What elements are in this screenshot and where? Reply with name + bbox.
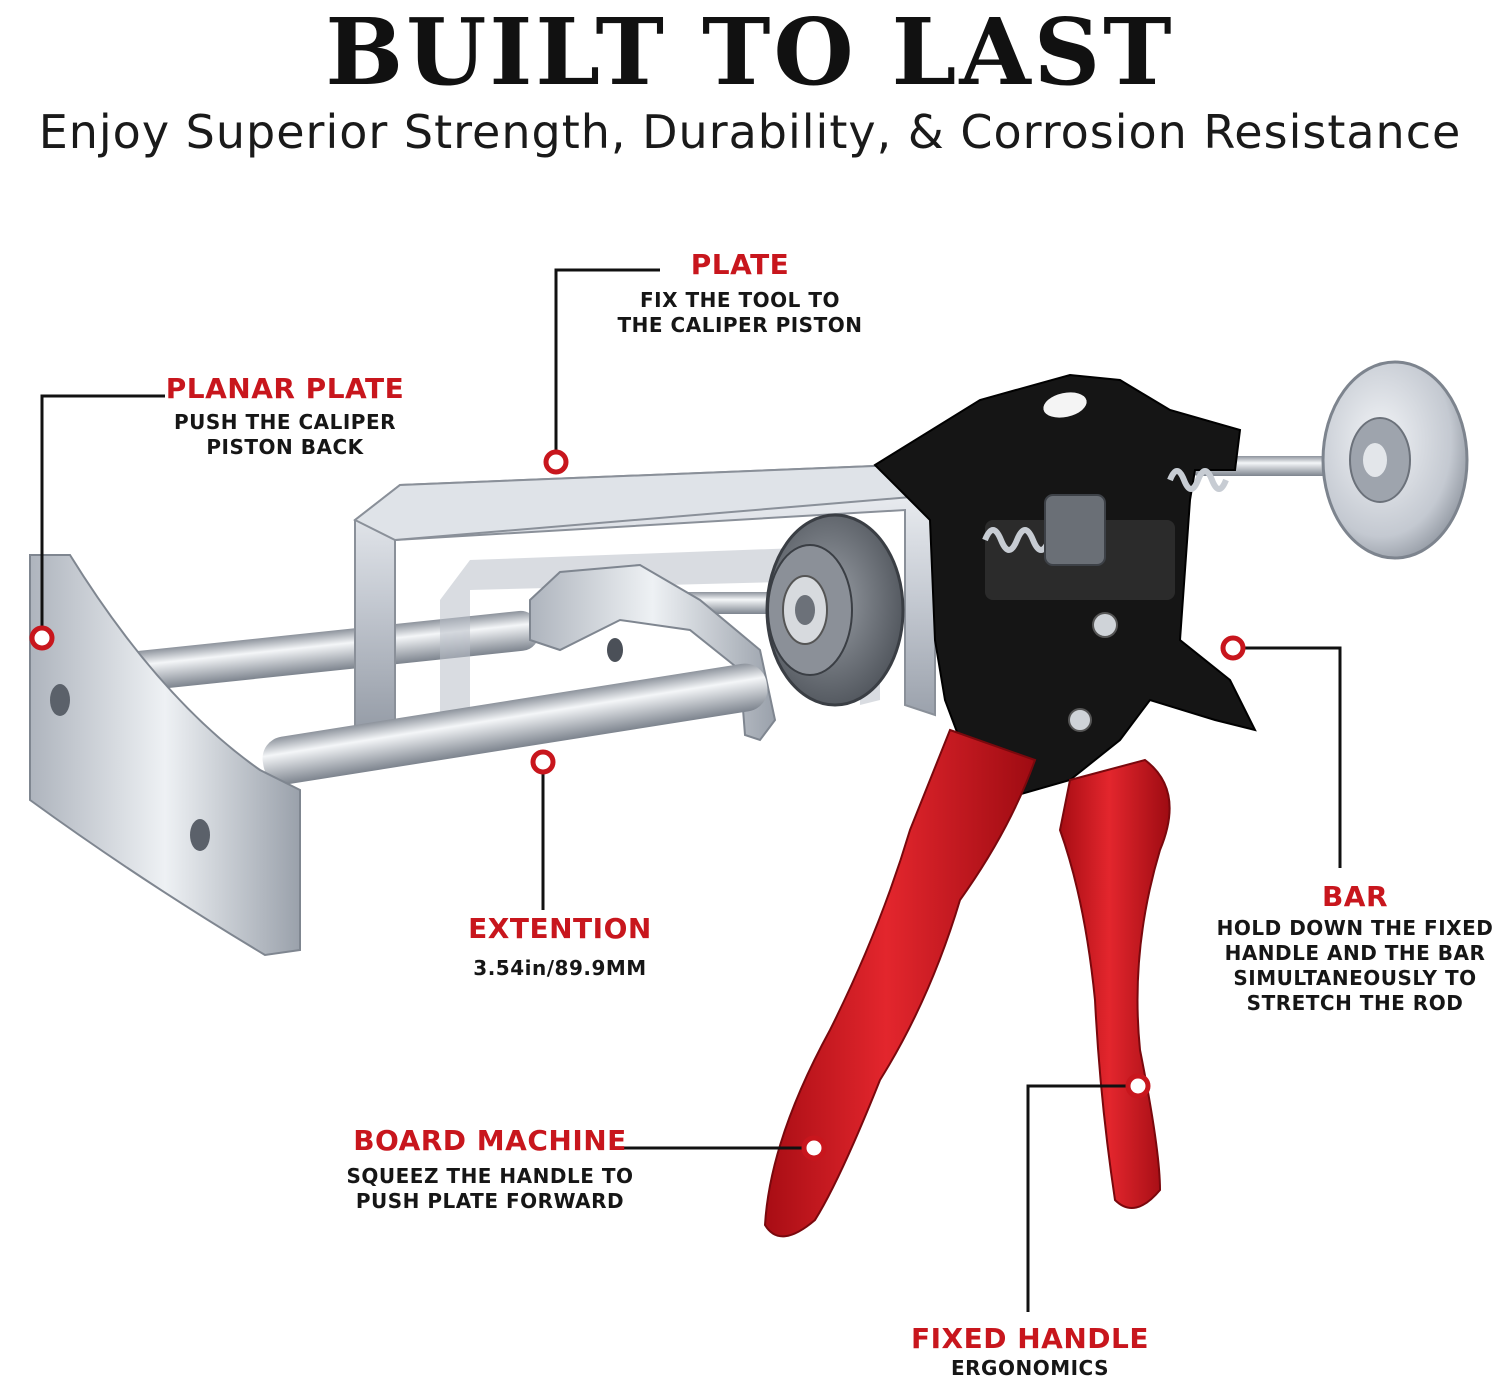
callout-bar-title: BAR <box>1321 880 1389 913</box>
planar-plate-hole-lower <box>190 819 210 851</box>
callout-board-machine-title: BOARD MACHINE <box>353 1124 627 1157</box>
callout-extention: EXTENTION 3.54in/89.9MM <box>440 912 680 981</box>
callout-fixed-handle-title: FIXED HANDLE <box>911 1322 1149 1355</box>
callout-planar-plate-title: PLANAR PLATE <box>165 372 405 405</box>
callout-extention-desc: 3.54in/89.9MM <box>473 956 647 980</box>
marker-dot-planar-plate <box>29 625 55 651</box>
leader-planar-plate <box>40 394 165 638</box>
planar-plate-hole-upper <box>50 684 70 716</box>
leader-fixed-handle <box>1026 1084 1138 1312</box>
callout-fixed-handle: FIXED HANDLE ERGONOMICS <box>900 1322 1160 1381</box>
upper-guide-rod <box>100 610 540 694</box>
marker-dot-fixed-handle <box>1125 1073 1151 1099</box>
callout-bar: BAR HOLD DOWN THE FIXED HANDLE AND THE B… <box>1210 880 1500 1016</box>
hex-nut <box>1044 494 1106 566</box>
black-body <box>873 373 1257 802</box>
sliding-plate <box>529 563 777 742</box>
pivot-bolts <box>1068 612 1118 732</box>
marker-dots <box>29 449 1246 1161</box>
marker-dot-plate <box>543 449 569 475</box>
lower-guide-rod <box>262 663 768 785</box>
leader-lines <box>40 268 1342 1312</box>
callout-plate-title: PLATE <box>690 248 790 281</box>
callout-bar-desc: HOLD DOWN THE FIXED HANDLE AND THE BAR S… <box>1216 916 1494 1015</box>
fixed-handle-grip <box>1058 758 1171 1209</box>
marker-dot-extention <box>530 749 556 775</box>
callout-plate: PLATE FIX THE TOOL TO THE CALIPER PISTON <box>590 248 890 338</box>
callout-extention-title: EXTENTION <box>468 912 652 945</box>
callout-planar-plate: PLANAR PLATE PUSH THE CALIPER PISTON BAC… <box>150 372 420 460</box>
marker-dot-bar <box>1220 635 1246 661</box>
leader-plate <box>554 268 660 462</box>
leader-bar <box>1233 646 1342 868</box>
headline: BUILT TO LAST <box>325 0 1175 106</box>
sliding-plate-hole <box>607 638 623 662</box>
callout-planar-plate-desc: PUSH THE CALIPER PISTON BACK <box>173 410 397 459</box>
end-disc <box>1321 360 1469 560</box>
bearing-assembly <box>765 513 905 707</box>
subheadline: Enjoy Superior Strength, Durability, & C… <box>38 105 1462 159</box>
callout-fixed-handle-desc: ERGONOMICS <box>950 1356 1110 1380</box>
board-machine-handle <box>763 728 1037 1238</box>
callout-board-machine-desc: SQUEEZ THE HANDLE TO PUSH PLATE FORWARD <box>346 1164 634 1213</box>
callout-plate-desc: FIX THE TOOL TO THE CALIPER PISTON <box>617 288 863 337</box>
callout-board-machine: BOARD MACHINE SQUEEZ THE HANDLE TO PUSH … <box>340 1124 640 1214</box>
marker-dot-board-machine <box>801 1135 827 1161</box>
planar-plate <box>29 554 301 957</box>
